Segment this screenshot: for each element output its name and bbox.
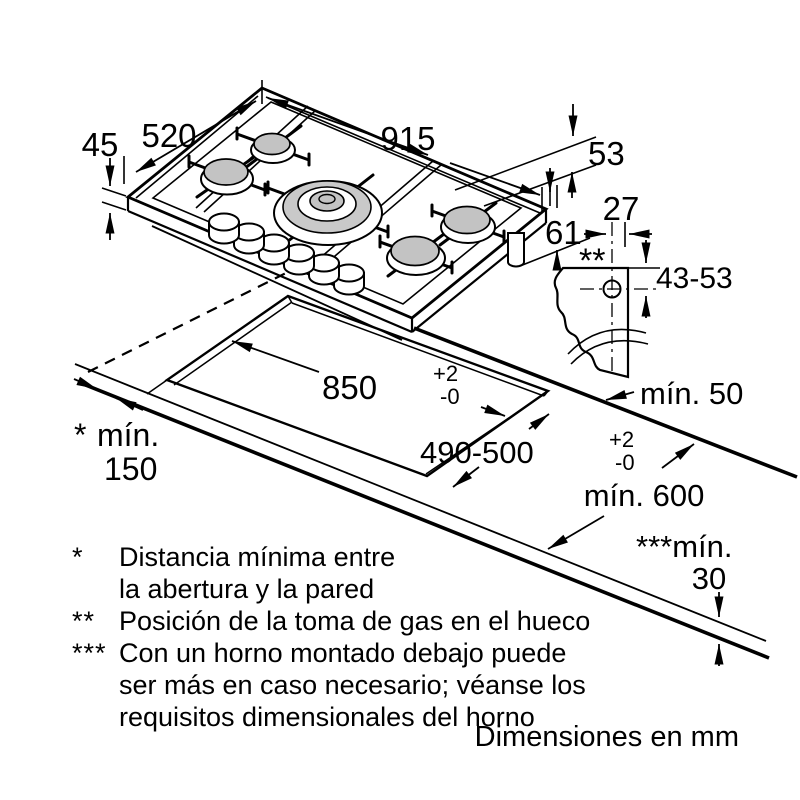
dimension-annotations	[73, 80, 724, 666]
footnote-text: requisitos dimensionales del horno	[119, 702, 535, 732]
break-line	[570, 339, 649, 365]
worktop-drawing	[74, 271, 798, 660]
burner-cap	[253, 132, 291, 156]
label-53: 53	[588, 135, 625, 172]
footnote-text: Distancia mínima entre	[119, 542, 396, 572]
knob	[308, 253, 340, 286]
label-wall-star: *	[74, 417, 86, 453]
burner-right-front	[386, 235, 446, 276]
label-850-plus: +2	[433, 361, 458, 386]
label-gas-marker: **	[579, 242, 605, 280]
dim-850	[231, 340, 506, 417]
footnote-line: requisitos dimensionales del horno	[72, 701, 632, 733]
label-490-plus: +2	[609, 427, 634, 452]
footnote-text: Posición de la toma de gas en el hueco	[119, 606, 591, 636]
knob	[333, 263, 365, 296]
knob	[208, 212, 240, 245]
burner-cap	[443, 205, 491, 235]
cutout-opening	[146, 294, 551, 478]
footnote-text: ser más en caso necesario; véanse los	[119, 670, 586, 700]
knob	[283, 243, 315, 276]
label-min30: ***mín.	[636, 529, 732, 564]
label-wall-150: 150	[104, 451, 157, 487]
footnotes: * Distancia mínima entre la abertura y l…	[72, 541, 632, 733]
label-520: 520	[141, 117, 196, 154]
dimension-labels: 45 520 915 53 61 27 ** 43-53 mín. 50 850…	[74, 117, 743, 596]
worktop-rear-edge	[413, 326, 798, 479]
dim-520	[123, 80, 263, 184]
footnote-line: *** Con un horno montado debajo puede	[72, 637, 632, 669]
knob	[258, 233, 290, 266]
footnote-marker: **	[72, 606, 96, 636]
burner-cap	[390, 235, 440, 267]
label-45: 45	[82, 126, 119, 163]
worktop-front-bottom-edge	[77, 380, 770, 660]
label-27: 27	[603, 190, 640, 227]
knob	[233, 222, 265, 255]
dim-53	[454, 104, 597, 207]
cutout-outline	[164, 294, 551, 478]
label-61: 61	[545, 214, 582, 251]
dim-min150	[73, 376, 144, 411]
dim-61	[519, 168, 591, 271]
label-490-minus: -0	[615, 450, 635, 475]
burner-cap	[203, 158, 249, 186]
dim-27	[584, 222, 652, 247]
footnote-marker: *	[72, 542, 84, 572]
gas-connection-detail	[553, 222, 660, 379]
label-43-53: 43-53	[656, 262, 733, 295]
burner-cap	[309, 190, 345, 212]
burner-right-rear	[440, 205, 496, 244]
footnote-line: ser más en caso necesario; véanse los	[72, 669, 632, 701]
dim-min50-arrow	[605, 390, 635, 401]
label-min600: mín. 600	[584, 478, 705, 513]
label-min50: mín. 50	[640, 376, 743, 411]
break-line	[567, 328, 647, 355]
dim-490-500	[452, 413, 550, 488]
dim-min600	[547, 443, 695, 550]
footnote-text: la abertura y la pared	[119, 574, 375, 604]
label-915: 915	[380, 120, 435, 157]
burner-wok-center	[273, 180, 383, 246]
label-min30-value: 30	[692, 561, 726, 596]
label-wall-min: mín.	[97, 417, 159, 453]
control-knobs	[208, 212, 365, 296]
label-850: 850	[322, 369, 377, 406]
label-850-minus: -0	[440, 384, 460, 409]
worktop-front-top-edge	[74, 363, 767, 642]
hob-foot	[507, 232, 525, 268]
footnote-line: * Distancia mínima entre	[72, 541, 632, 573]
label-490-500: 490-500	[420, 435, 534, 470]
footnote-line: la abertura y la pared	[72, 573, 632, 605]
dim-45	[101, 158, 127, 240]
units-caption: Dimensiones en mm	[474, 721, 739, 753]
footnote-line: ** Posición de la toma de gas en el huec…	[72, 605, 632, 637]
footnote-marker: ***	[72, 638, 107, 668]
footnote-text: Con un horno montado debajo puede	[119, 638, 567, 668]
